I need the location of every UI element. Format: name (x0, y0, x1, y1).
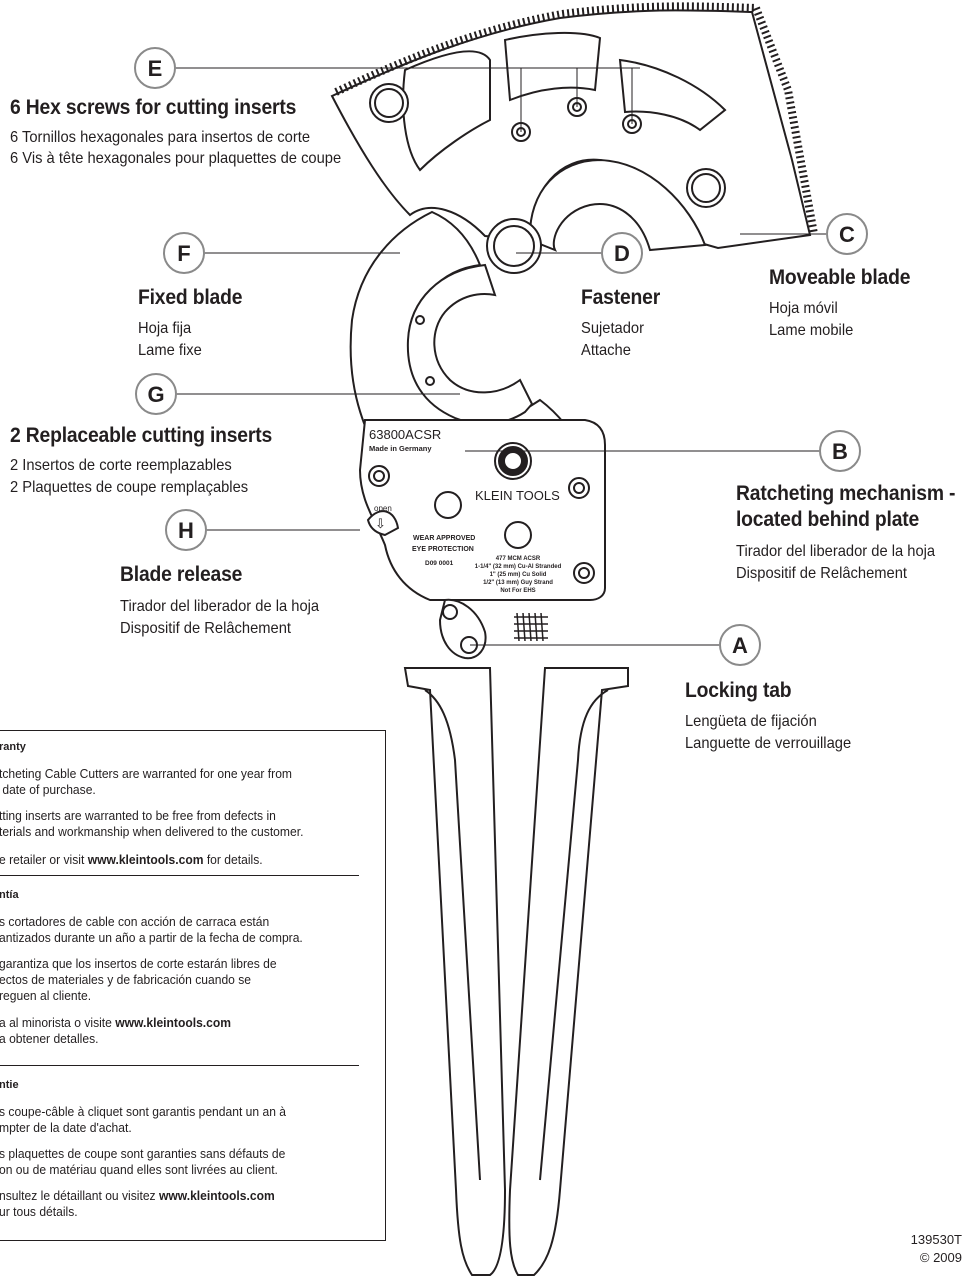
copyright: © 2009 (919, 1250, 962, 1265)
callout-letter-b: B (832, 439, 848, 464)
warranty-spanish-link[interactable]: www.kleintools.com (115, 1015, 232, 1030)
callout-letter-h: H (178, 518, 194, 543)
warranty-french-p1: s coupe-câble à cliquet sont garantis pe… (0, 1104, 287, 1135)
callout-d-french: Attache (581, 342, 631, 359)
callout-letter-e: E (148, 56, 163, 81)
spring (514, 612, 548, 642)
callout-a-title: Locking tab (685, 679, 792, 702)
warranty-english-link[interactable]: www.kleintools.com (87, 852, 204, 867)
callout-letter-d: D (614, 241, 630, 266)
callout-e-title: 6 Hex screws for cutting inserts (10, 96, 297, 119)
callout-h-french: Dispositif de Relâchement (120, 620, 292, 637)
document-code: 139530T (910, 1232, 962, 1247)
plate-spec-2: 1-1/4" (32 mm) Cu-Al Stranded (475, 564, 562, 570)
warranty-divider (0, 875, 359, 876)
plate-text: 63800ACSR Made in Germany KLEIN TOOLS op… (369, 427, 562, 594)
callout-g-french: 2 Plaquettes de coupe remplaçables (10, 479, 249, 496)
locking-tab (438, 598, 487, 660)
callout-b-spanish: Tirador del liberador de la hoja (736, 543, 936, 560)
warranty-french-link[interactable]: www.kleintools.com (158, 1188, 275, 1203)
warranty-box: ranty tcheting Cable Cutters are warrant… (0, 730, 386, 1241)
plate-warning-2: EYE PROTECTION (412, 546, 474, 553)
callout-e-spanish: 6 Tornillos hexagonales para insertos de… (10, 129, 311, 146)
warranty-french-heading: ntie (0, 1079, 19, 1091)
callout-f-spanish: Hoja fija (138, 320, 192, 337)
warranty-french-p3: nsultez le détaillant ou visitez www.kle… (0, 1188, 275, 1219)
callout-d-title: Fastener (581, 286, 661, 309)
plate-brand: KLEIN TOOLS (475, 488, 560, 503)
callout-d-spanish: Sujetador (581, 320, 645, 337)
body-plate (358, 419, 606, 601)
callout-f-french: Lame fixe (138, 342, 202, 359)
warranty-spanish-p2: garantiza que los insertos de corte esta… (0, 956, 277, 1003)
blade-slots (369, 31, 727, 252)
callout-letter-f: F (177, 241, 190, 266)
callout-g-title: 2 Replaceable cutting inserts (10, 424, 273, 447)
plate-model: 63800ACSR (369, 427, 441, 442)
plate-serial: D09 0001 (425, 560, 454, 567)
plate-spec-4: 1/2" (13 mm) Guy Strand (483, 580, 553, 586)
callout-g-spanish: 2 Insertos de corte reemplazables (10, 457, 232, 474)
callout-letters: E F D C G B H A (147, 56, 855, 658)
warranty-spanish-p1: s cortadores de cable con acción de carr… (0, 914, 303, 945)
callout-b-title-line2: located behind plate (736, 508, 920, 531)
warranty-spanish-p3: a al minorista o visite www.kleintools.c… (0, 1015, 232, 1046)
callout-letter-a: A (732, 633, 748, 658)
plate-origin: Made in Germany (369, 444, 432, 453)
callout-c-spanish: Hoja móvil (769, 300, 838, 317)
callout-c-title: Moveable blade (769, 266, 911, 289)
blade-release-lever (366, 510, 400, 537)
callout-a-spanish: Lengüeta de fijación (685, 713, 817, 730)
plate-spec-1: 477 MCM ACSR (496, 556, 541, 562)
callout-h-title: Blade release (120, 563, 243, 586)
warranty-spanish-heading: ntía (0, 889, 19, 901)
plate-spec-3: 1" (25 mm) Cu Solid (490, 572, 547, 578)
plate-warning-1: WEAR APPROVED (413, 535, 475, 542)
callout-e-french: 6 Vis à tête hexagonales pour plaquettes… (10, 150, 342, 167)
plate-open-label: open (374, 504, 392, 513)
callout-b-title: Ratcheting mechanism - (736, 482, 956, 505)
down-arrow-icon: ⇩ (375, 516, 386, 531)
callout-a-french: Languette de verrouillage (685, 735, 852, 752)
callout-letter-c: C (839, 222, 855, 247)
callout-letter-g: G (147, 382, 164, 407)
callout-h-spanish: Tirador del liberador de la hoja (120, 598, 320, 615)
warranty-english-heading: ranty (0, 741, 26, 753)
warranty-english-p1: tcheting Cable Cutters are warranted for… (0, 766, 292, 797)
warranty-divider (0, 1065, 359, 1066)
callout-c-french: Lame mobile (769, 322, 854, 339)
callout-b-french: Dispositif de Relâchement (736, 565, 908, 582)
handles (403, 667, 629, 1276)
fixed-blade (349, 210, 592, 461)
leader-lines (174, 67, 826, 646)
plate-spec-5: Not For EHS (500, 588, 535, 594)
callout-circles (134, 47, 868, 666)
warranty-english-p2: tting inserts are warranted to be free f… (0, 808, 304, 839)
warranty-french-p2: s plaquettes de coupe sont garanties san… (0, 1146, 286, 1177)
warranty-english-p3: e retailer or visit www.kleintools.com f… (0, 852, 263, 867)
callout-f-title: Fixed blade (138, 286, 243, 309)
fastener (486, 218, 542, 274)
